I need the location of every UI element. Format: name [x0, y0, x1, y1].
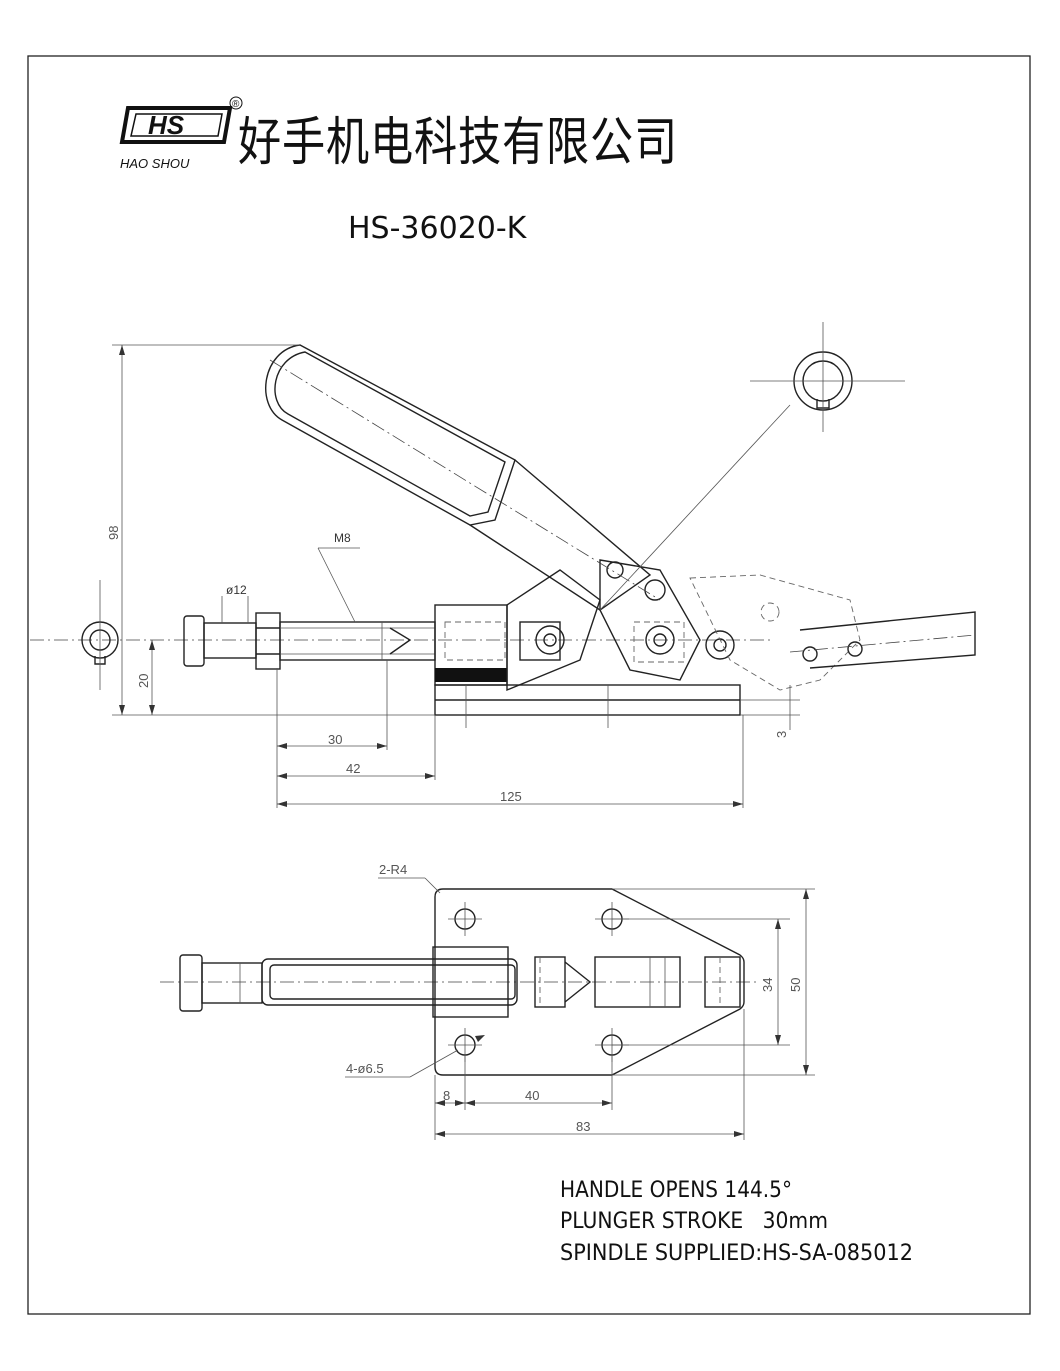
- dim-len-83: 83: [576, 1119, 590, 1134]
- company-name: 好手机电科技有限公司: [238, 113, 678, 173]
- border-frame: [27, 55, 1031, 1315]
- dim-len-42: 42: [346, 761, 360, 776]
- spec-handle-opens: HANDLE OPENS 144.5°: [560, 1178, 792, 1203]
- end-view-ring: [81, 580, 119, 690]
- dim-height-base: 20: [136, 674, 151, 688]
- dim-len-40: 40: [525, 1088, 539, 1103]
- dim-height-total: 98: [106, 526, 121, 540]
- detail-callout: [599, 322, 905, 611]
- dim-len-125: 125: [500, 789, 522, 804]
- dim-holes: 4-ø6.5: [346, 1061, 384, 1076]
- model-number: HS-36020-K: [348, 211, 528, 246]
- dim-width-34: 34: [760, 978, 775, 992]
- dim-base-thickness: 3: [774, 731, 789, 738]
- handle: [265, 344, 661, 611]
- dim-rod-diameter: ø12: [226, 583, 247, 597]
- top-view: 2-R4 4-ø6.5 34 50 8 40 83: [160, 862, 815, 1140]
- logo-mark: HS: [148, 110, 185, 140]
- logo-subtitle: HAO SHOU: [120, 156, 190, 171]
- dim-corner-radius: 2-R4: [379, 862, 407, 877]
- company-logo: HS HAO SHOU ®: [119, 96, 243, 171]
- dim-width-50: 50: [788, 978, 803, 992]
- dim-len-30: 30: [328, 732, 342, 747]
- registered-mark: ®: [232, 99, 240, 110]
- spec-spindle: SPINDLE SUPPLIED:HS-SA-085012: [560, 1241, 913, 1266]
- dim-thread: M8: [334, 531, 351, 545]
- spec-plunger-stroke: PLUNGER STROKE 30mm: [560, 1209, 828, 1234]
- side-view: ø12 M8: [30, 322, 976, 808]
- dim-len-8: 8: [443, 1088, 450, 1103]
- spec-notes: HANDLE OPENS 144.5° PLUNGER STROKE 30mm …: [560, 1178, 913, 1266]
